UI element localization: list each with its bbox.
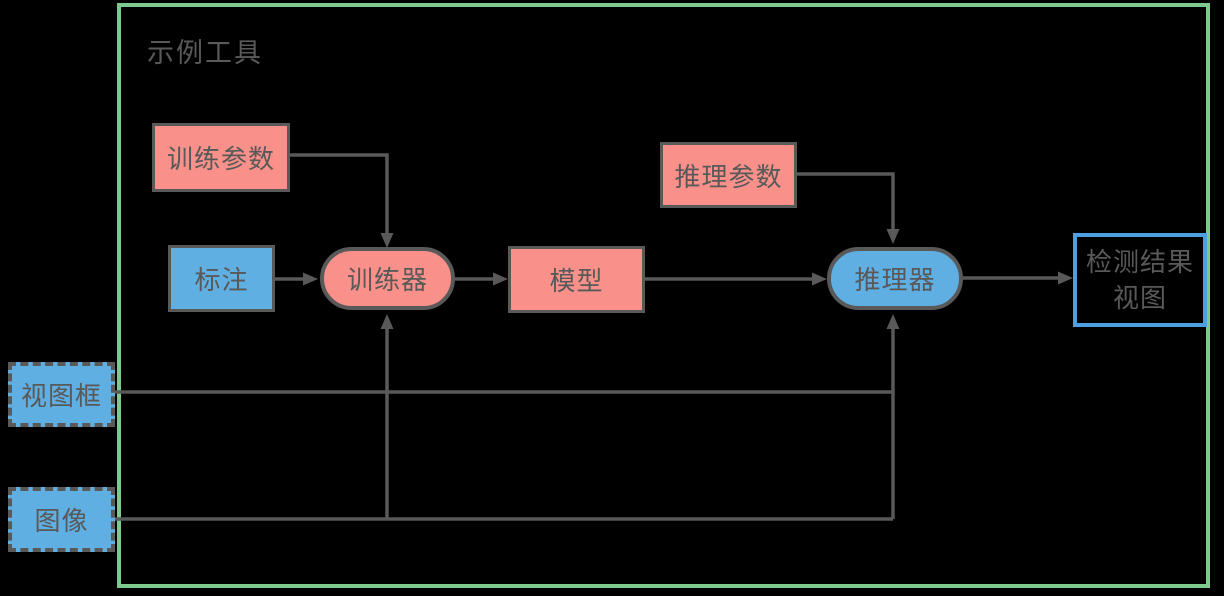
edge-trainer-to-model-arrowhead — [493, 272, 508, 286]
node-inferencer: 推理器 — [827, 247, 963, 310]
node-model-label: 模型 — [549, 266, 604, 296]
diagram-title: 示例工具 — [147, 38, 263, 68]
node-infer-params-label: 推理参数 — [674, 161, 783, 192]
node-train-params: 训练参数 — [152, 123, 290, 192]
node-view-frame-label: 视图框 — [20, 381, 102, 411]
node-image-label: 图像 — [34, 506, 89, 536]
node-image: 图像 — [8, 487, 115, 552]
node-inferencer-label: 推理器 — [854, 265, 936, 295]
node-infer-params: 推理参数 — [660, 142, 797, 208]
edge-model-to-inferencer-arrowhead — [812, 272, 827, 286]
edge-inferencer-to-result-view-arrowhead — [1058, 271, 1073, 285]
node-result-view: 检测结果 视图 — [1073, 233, 1207, 327]
edge-train-params-to-trainer — [290, 153, 389, 234]
node-view-frame: 视图框 — [8, 362, 115, 427]
edge-annotation-to-trainer-arrowhead — [303, 272, 318, 286]
node-train-params-label: 训练参数 — [166, 144, 275, 174]
example-tool-container: 示例工具 — [117, 3, 1210, 588]
node-result-view-label-line2: 视图 — [1112, 283, 1167, 313]
node-model: 模型 — [508, 246, 645, 313]
node-annotation: 标注 — [168, 245, 275, 312]
edge-bus-to-trainer-arrowhead — [380, 314, 394, 329]
edge-train-params-to-trainer-arrowhead — [380, 233, 394, 248]
edge-infer-params-to-inferencer-arrowhead — [886, 229, 900, 244]
edge-infer-params-to-inferencer — [797, 172, 895, 230]
node-annotation-label: 标注 — [194, 265, 249, 295]
edge-bus-to-inferencer-arrowhead — [886, 314, 900, 329]
node-result-view-label-line1: 检测结果 — [1085, 247, 1194, 277]
node-trainer-label: 训练器 — [346, 265, 428, 295]
node-trainer: 训练器 — [320, 247, 455, 310]
